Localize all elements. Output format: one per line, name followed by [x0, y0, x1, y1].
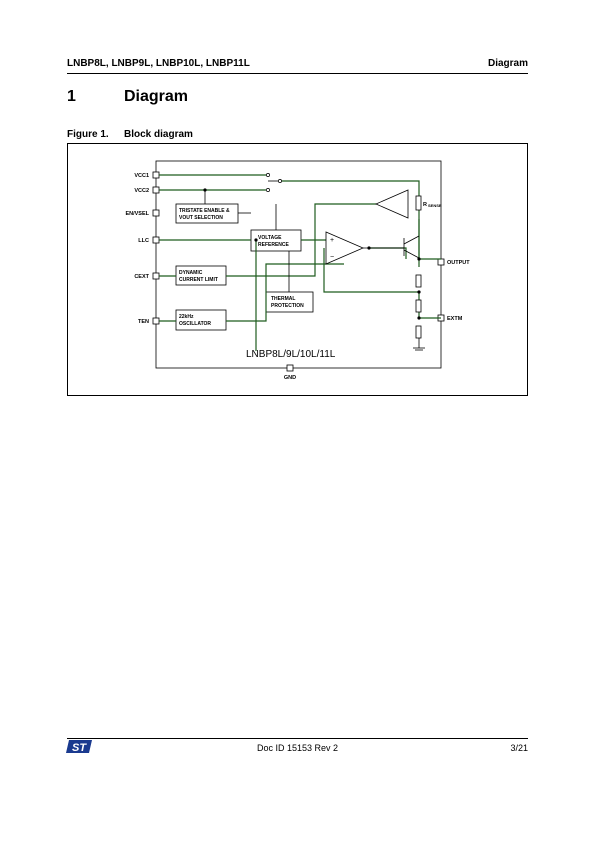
thermal-label-2: PROTECTION: [271, 303, 304, 309]
dyn-label-1: DYNAMIC: [179, 270, 203, 276]
feedback-divider: [415, 274, 422, 339]
tristate-label-1: TRISTATE ENABLE &: [179, 208, 230, 214]
thermal-protection-block: [265, 291, 314, 313]
pin-label-en-vsel: EN/VSEL: [125, 211, 149, 217]
pin-label-output: OUTPUT: [447, 260, 470, 266]
dyn-label-2: CURRENT LIMIT: [179, 277, 218, 283]
pin-cext: [152, 272, 160, 280]
vref-label-1: VOLTAGE: [258, 235, 282, 241]
st-logo-icon: ST: [66, 740, 92, 754]
figure-title: Block diagram: [124, 129, 193, 140]
section-title: Diagram: [124, 88, 189, 105]
header-part-numbers: LNBP8L, LNBP9L, LNBP10L, LNBP11L: [67, 58, 250, 69]
signal-traces: [159, 174, 441, 351]
block-diagram: VCC1 VCC2 EN/VSEL LLC CEXT TEN OUTPUT EX…: [125, 160, 470, 381]
footer-rule: [67, 738, 528, 739]
vref-label-2: REFERENCE: [258, 242, 290, 248]
pin-label-extm: EXTM: [447, 316, 463, 322]
footer-page-number: 3/21: [510, 743, 528, 753]
pin-vcc1: [152, 171, 160, 179]
svg-text:ST: ST: [72, 742, 87, 754]
figure-frame: VCC1 VCC2 EN/VSEL LLC CEXT TEN OUTPUT EX…: [67, 143, 528, 396]
osc-label-1: 22kHz: [179, 314, 194, 320]
pass-transistor: [363, 235, 420, 259]
pin-output: [437, 258, 445, 266]
pin-llc: [152, 236, 160, 244]
pin-label-vcc2: VCC2: [134, 188, 149, 194]
sense-amplifier: [375, 189, 409, 219]
pin-vcc2: [152, 186, 160, 194]
pin-label-cext: CEXT: [134, 274, 149, 280]
pin-label-ten: TEN: [138, 319, 149, 325]
rsense-resistor: [415, 195, 422, 211]
osc-label-2: OSCILLATOR: [179, 321, 211, 327]
tristate-label-2: VOUT SELECTION: [179, 215, 223, 221]
pin-en-vsel: [152, 209, 160, 217]
pin-label-llc: LLC: [138, 238, 149, 244]
chip-name: LNBP8L/9L/10L/11L: [246, 349, 336, 360]
pin-label-gnd: GND: [284, 375, 296, 381]
pin-label-vcc1: VCC1: [134, 173, 149, 179]
header-rule: [67, 73, 528, 74]
rsense-subscript: SENSE: [428, 203, 442, 208]
pin-ten: [152, 317, 160, 325]
rsense-label: R: [423, 202, 427, 208]
opamp-plus: +: [330, 237, 334, 244]
error-amplifier: [325, 231, 365, 265]
pin-gnd: [286, 364, 294, 372]
footer-doc-id: Doc ID 15153 Rev 2: [256, 743, 339, 753]
opamp-minus: −: [330, 254, 334, 261]
header-section-name: Diagram: [487, 58, 528, 69]
thermal-label-1: THERMAL: [271, 296, 295, 302]
figure-number: Figure 1.: [67, 129, 109, 140]
tristate-block: [175, 203, 239, 224]
oscillator-block: [175, 309, 227, 331]
section-number: 1: [67, 88, 76, 105]
